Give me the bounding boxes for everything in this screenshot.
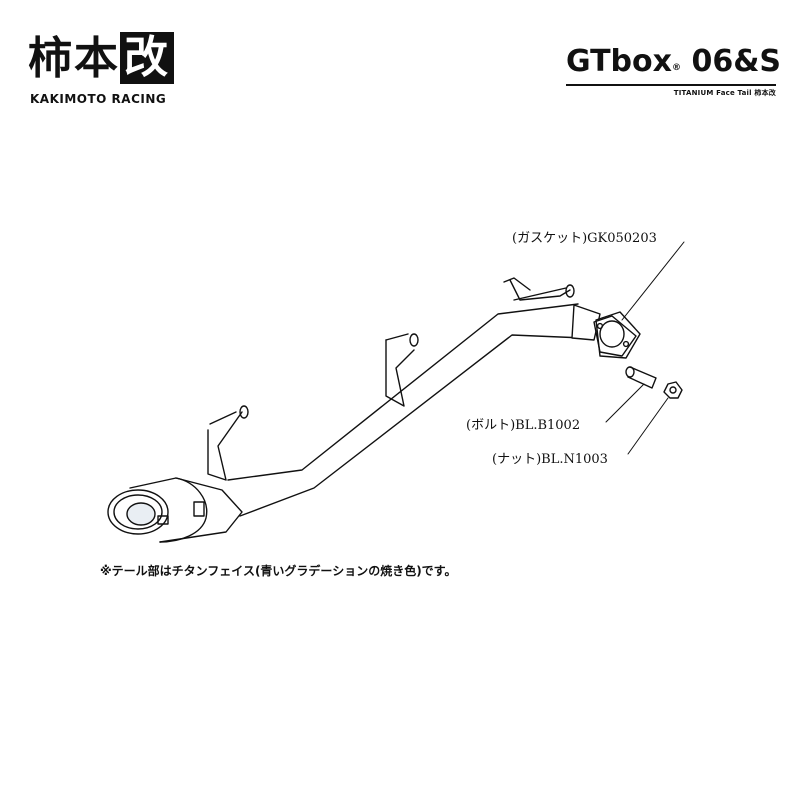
nut (663, 381, 683, 399)
product-title: GTbox® 06&S TITANIUM Face Tail 柿本改 (566, 42, 781, 98)
product-subtitle: TITANIUM Face Tail 柿本改 (673, 88, 776, 97)
product-name-line: GTbox® 06&S (566, 42, 781, 82)
registered-mark: ® (672, 63, 681, 73)
nut-label: (ナット)BL.N1003 (492, 452, 608, 467)
product-model: 06&S (691, 44, 781, 79)
brand-logo-kanji: 柿本改 (28, 28, 188, 90)
mid-hanger (385, 333, 419, 407)
title-underline (566, 84, 776, 86)
brand-logo: 柿本改 KAKIMOTO RACING (28, 28, 188, 108)
rear-hanger (503, 277, 575, 301)
brand-name: KAKIMOTO RACING (30, 92, 167, 106)
logo-kanji-3: 改 (120, 32, 174, 84)
gasket (595, 311, 641, 359)
bolt-label: (ボルト)BL.B1002 (466, 418, 581, 433)
logo-kanji-1: 柿 (28, 33, 74, 84)
front-hanger (207, 405, 249, 481)
bolt (625, 366, 657, 389)
gasket-label: (ガスケット)GK050203 (512, 231, 657, 246)
leader-line-nut (627, 397, 669, 455)
main-pipe (227, 303, 579, 481)
logo-kanji-2: 本 (74, 33, 120, 84)
inlet-flange (571, 304, 637, 357)
main-pipe-lower (239, 334, 585, 517)
tail-note: ※テール部はチタンフェイス(青いグラデーションの焼き色)です。 (100, 564, 457, 578)
leader-line-gasket (621, 241, 685, 321)
leader-line-bolt (605, 383, 645, 423)
muffler (107, 477, 243, 543)
product-name: GTbox (566, 44, 672, 79)
